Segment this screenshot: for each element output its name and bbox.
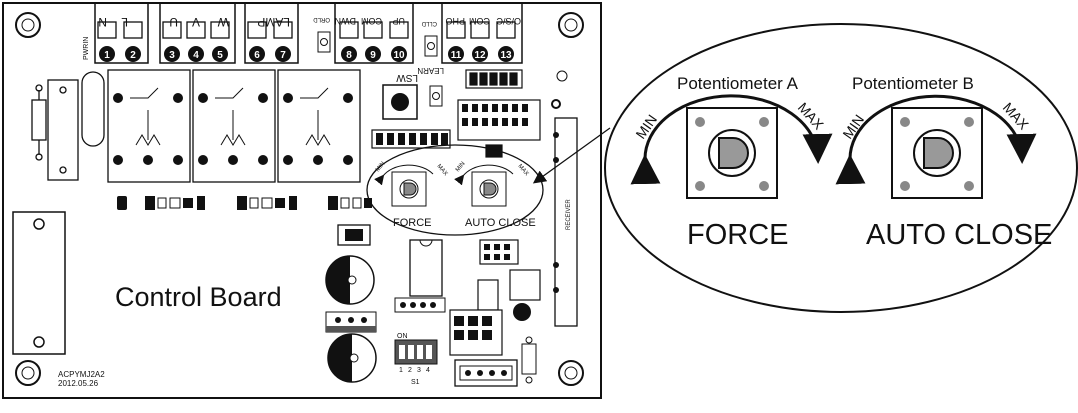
bottom-connector xyxy=(454,359,518,387)
terminal-9: 9 xyxy=(370,50,376,61)
terminal-3: 3 xyxy=(169,50,175,61)
terminal-numbers: 1 2 3 4 5 6 7 8 9 10 11 12 13 xyxy=(99,46,514,62)
terminal-7: 7 xyxy=(280,50,286,61)
resistor-small xyxy=(521,336,537,384)
header-UP: UP xyxy=(392,16,405,26)
dip-on-label: ON xyxy=(397,333,408,340)
mid-parts-pins xyxy=(454,244,531,340)
terminal-block-power xyxy=(94,2,149,64)
led-orld: ORLD xyxy=(313,16,331,53)
header-labels: L N W V U W LAMP DWN COM UP PHO COM O/S/… xyxy=(98,15,521,29)
receiver-module: RECEIVER xyxy=(551,70,578,327)
board-model: ACPYMJ2A2 xyxy=(58,370,105,379)
header-COM2: COM xyxy=(469,16,490,26)
zoom-callout: Potentiometer A Potentiometer B FORCE MI… xyxy=(604,23,1078,313)
terminal-12: 12 xyxy=(474,50,486,61)
terminal-block-control xyxy=(441,2,523,64)
zoom-pot-a-arc xyxy=(630,94,833,185)
terminal-13: 13 xyxy=(500,50,512,61)
terminal-block-lamp xyxy=(244,2,299,64)
terminal-10: 10 xyxy=(393,50,405,61)
dip-name: S1 xyxy=(411,379,420,386)
terminal-1: 1 xyxy=(104,50,110,61)
terminal-2: 2 xyxy=(130,50,136,61)
board-date: 2012.05.26 xyxy=(58,379,99,388)
lsw-label: LSW xyxy=(396,72,418,83)
header-L: L xyxy=(121,15,128,29)
transistor xyxy=(337,224,371,246)
header-V: V xyxy=(192,15,200,29)
heat-connector xyxy=(325,311,377,333)
small-pot-autoclose: AUTO CLOSE xyxy=(465,217,536,229)
zoom-pot-b-arc xyxy=(835,94,1037,185)
receiver-label: RECEIVER xyxy=(566,199,572,230)
header-W: W xyxy=(217,15,229,29)
dip-num-1: 1 xyxy=(399,367,403,374)
zoom-pot-a-title: Potentiometer A xyxy=(677,74,799,93)
ic-cluster-pins xyxy=(376,104,528,145)
led-clld-label: CLLD xyxy=(421,20,437,26)
relays xyxy=(107,69,361,183)
led-clld: CLLD xyxy=(421,20,438,57)
header-U: U xyxy=(169,15,178,29)
header-OSC: O/S/C xyxy=(496,16,521,26)
dip-num-3: 3 xyxy=(417,367,421,374)
capacitor-top xyxy=(325,255,375,305)
small-min-a: MIN xyxy=(375,161,387,173)
fuse-holder xyxy=(31,71,105,181)
terminal-11: 11 xyxy=(451,50,462,61)
header-DWN: DWN xyxy=(335,16,357,26)
terminal-5: 5 xyxy=(217,50,223,61)
dip-num-2: 2 xyxy=(408,367,412,374)
lsw-button: LSW LEARN xyxy=(382,66,444,120)
pwrin-label: PWRIN xyxy=(83,37,90,60)
small-min-b: MIN xyxy=(455,161,467,173)
capacitor-bottom xyxy=(327,333,377,383)
callout-arrow xyxy=(532,127,611,184)
zoom-pot-b-title: Potentiometer B xyxy=(852,74,974,93)
learn-label: LEARN xyxy=(417,66,444,75)
led-orld-label: ORLD xyxy=(313,16,330,22)
pin-header xyxy=(394,297,446,313)
header-N: N xyxy=(98,15,107,29)
microcontroller xyxy=(409,239,443,297)
dip-switch: ON 1 2 3 4 S1 xyxy=(394,333,438,386)
relay-symbols xyxy=(130,87,331,146)
terminal-6: 6 xyxy=(254,50,260,61)
pot-highlight: FORCE AUTO CLOSE MIN MAX MIN MAX xyxy=(366,144,544,236)
terminal-block-limit xyxy=(334,2,414,64)
mounting-holes xyxy=(15,12,584,386)
terminal-block-motor xyxy=(159,2,236,64)
terminal-screws xyxy=(97,21,516,39)
board-title: Control Board xyxy=(115,282,282,312)
relay-pins xyxy=(113,93,353,165)
terminal-4: 4 xyxy=(193,50,199,61)
small-pot-force: FORCE xyxy=(393,217,432,229)
terminal-8: 8 xyxy=(346,50,352,61)
small-components-row xyxy=(117,196,372,210)
header-COM1: COM xyxy=(361,16,382,26)
header-LAMP: LAMP xyxy=(257,15,290,29)
zoom-pot-a-label: FORCE xyxy=(687,219,789,251)
header-PHO: PHO xyxy=(445,16,465,26)
zoom-pot-b-label: AUTO CLOSE xyxy=(866,219,1052,251)
side-connector xyxy=(12,211,66,355)
dip-num-4: 4 xyxy=(426,367,430,374)
